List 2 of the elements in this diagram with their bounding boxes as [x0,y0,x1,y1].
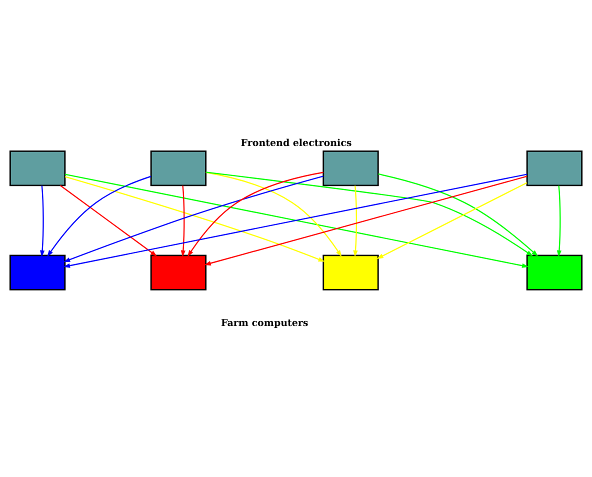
diagram-title: Frontend electronics [240,137,352,148]
caption: Farm computers [221,317,308,328]
